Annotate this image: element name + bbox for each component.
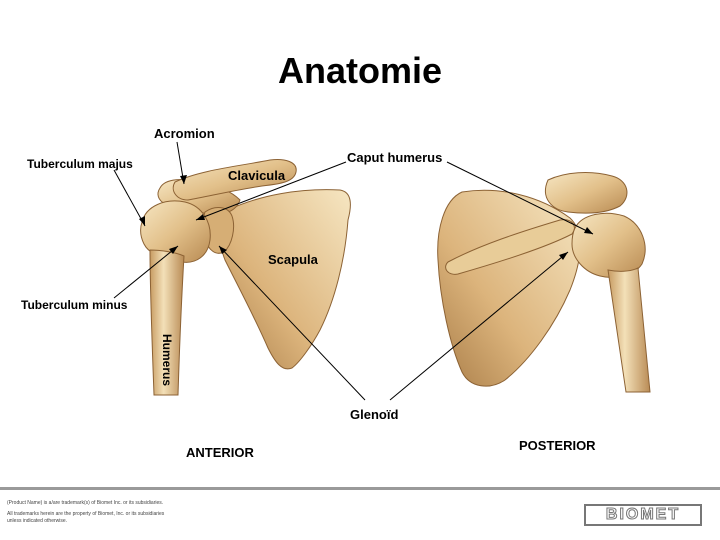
label-clavicula: Clavicula — [228, 168, 286, 183]
posterior-humeral-head — [571, 212, 646, 278]
leader-lines — [113, 141, 594, 401]
footer-rights-line: All trademarks herein are the property o… — [7, 511, 165, 517]
label-tuberculum-majus: Tuberculum majus — [27, 157, 133, 171]
arrowhead-caput-humerus-posterior — [584, 227, 593, 234]
anterior-scapula — [219, 189, 351, 370]
arrowhead-tuberculum-majus — [139, 216, 145, 226]
leader-tuberculum-minus — [113, 245, 179, 299]
label-anterior: ANTERIOR — [186, 445, 254, 460]
anterior-humerus-shaft — [149, 249, 185, 396]
biomet-logo: BIOMET — [584, 504, 702, 526]
label-acromion: Acromion — [154, 126, 215, 141]
leader-glenoid-anterior — [218, 245, 366, 401]
leader-tuberculum-majus — [113, 169, 146, 227]
footer-divider — [0, 487, 720, 490]
leader-caput-humerus-anterior — [195, 161, 347, 221]
label-tuberculum-minus: Tuberculum minus — [21, 298, 128, 312]
leader-glenoid-posterior — [389, 251, 569, 401]
posterior-view — [437, 172, 651, 393]
anterior-view — [140, 159, 351, 396]
footer-rights-line-2: unless indicated otherwise. — [7, 518, 68, 524]
leader-arrowheads — [139, 175, 593, 260]
footer-trademark-line: (Product Name) is a/are trademark(s) of … — [7, 500, 164, 506]
page-title: Anatomie — [277, 50, 443, 91]
leader-caput-humerus-posterior — [446, 161, 594, 235]
posterior-scapula-spine — [445, 219, 575, 275]
label-caput-humerus: Caput humerus — [347, 150, 443, 165]
label-scapula: Scapula — [268, 252, 318, 267]
label-humerus: Humerus — [160, 334, 174, 387]
arrowhead-glenoid-posterior — [559, 252, 568, 260]
label-posterior: POSTERIOR — [519, 438, 596, 453]
label-glenoid: Glenoïd — [350, 407, 399, 422]
posterior-humerus-shaft — [607, 267, 651, 393]
posterior-scapula — [437, 189, 581, 387]
anterior-humeral-head — [140, 200, 211, 263]
arrowhead-acromion — [180, 175, 187, 184]
anterior-clavicle — [172, 159, 297, 201]
arrowhead-tuberculum-minus — [169, 246, 178, 254]
arrowhead-glenoid-anterior — [219, 246, 227, 254]
posterior-acromion — [545, 172, 628, 214]
arrowhead-caput-humerus-anterior — [196, 214, 205, 220]
